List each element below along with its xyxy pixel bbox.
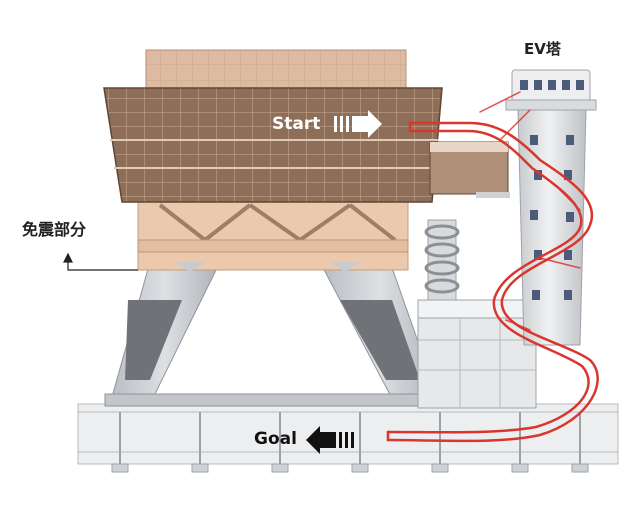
tower-windows — [530, 135, 574, 300]
ground-structure — [77, 403, 619, 473]
pointer-arrow-icon — [63, 252, 138, 271]
seismic-isolation-label: 免震部分 — [22, 220, 87, 239]
ev-tower-label: EV塔 — [524, 40, 561, 58]
slide-tube — [386, 91, 599, 443]
spiral-stair — [424, 219, 460, 301]
start-arrow-icon — [334, 110, 382, 138]
lower-annex — [417, 299, 537, 409]
goal-arrow-icon — [306, 426, 354, 454]
support-legs — [104, 261, 456, 407]
start-label: Start — [272, 114, 321, 134]
goal-label: Goal — [254, 429, 297, 449]
seismic-isolation-layer — [137, 199, 409, 272]
